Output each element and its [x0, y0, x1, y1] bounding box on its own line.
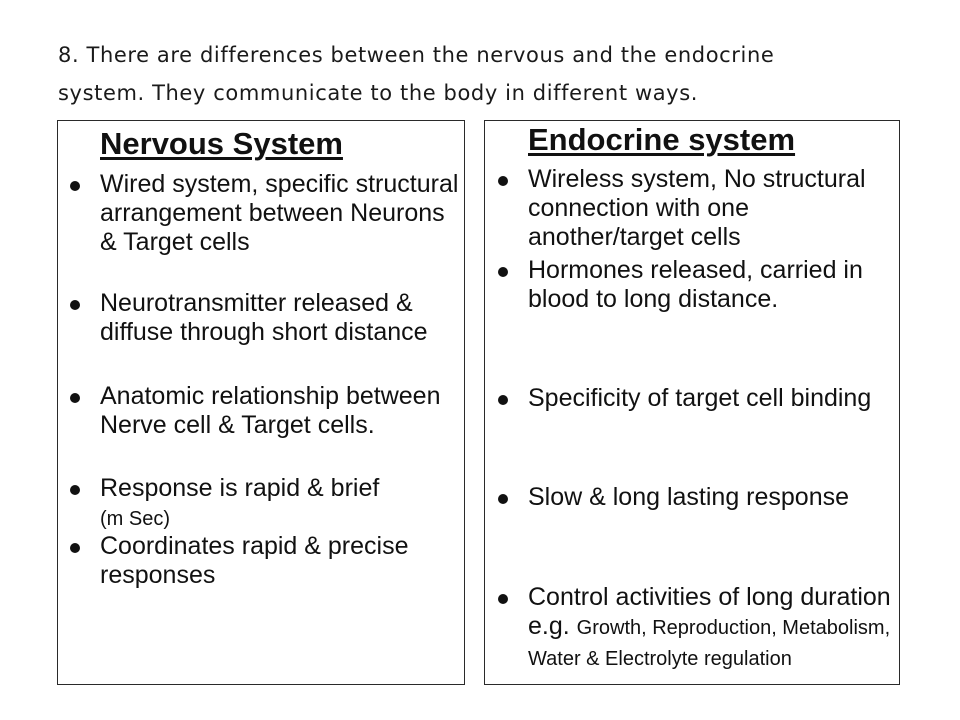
bullet-icon	[70, 393, 80, 403]
item-text: Specificity of target cell binding	[528, 384, 872, 412]
item-text: Slow & long lasting response	[528, 483, 850, 511]
bullet-icon	[498, 267, 508, 277]
endocrine-system-title: Endocrine system	[528, 122, 796, 157]
endocrine-item-slow: Slow & long lasting response	[498, 483, 898, 512]
item-text: Wireless system, No structural connectio…	[528, 165, 866, 251]
endocrine-item-wireless: Wireless system, No structural connectio…	[498, 165, 898, 252]
endocrine-item-specificity: Specificity of target cell binding	[498, 384, 898, 413]
question-line-2: system. They communicate to the body in …	[58, 81, 699, 105]
item-text: Hormones released, carried in blood to l…	[528, 256, 863, 313]
item-text: Anatomic relationship between Nerve cell…	[100, 382, 441, 439]
nervous-item-neurotransmitter: Neurotransmitter released & diffuse thro…	[70, 289, 462, 347]
endocrine-system-panel: Endocrine system Wireless system, No str…	[484, 120, 900, 685]
item-text: Coordinates rapid & precise responses	[100, 532, 409, 589]
nervous-item-response: Response is rapid & brief (m Sec)	[70, 474, 462, 534]
question-line-1: 8. There are differences between the ner…	[58, 43, 775, 67]
item-text: Neurotransmitter released & diffuse thro…	[100, 289, 428, 346]
nervous-system-title: Nervous System	[100, 126, 343, 161]
question-text: 8. There are differences between the ner…	[58, 36, 918, 112]
item-note: Growth, Reproduction, Metabolism, Water …	[528, 617, 891, 670]
nervous-item-anatomic: Anatomic relationship between Nerve cell…	[70, 382, 462, 440]
endocrine-item-hormones: Hormones released, carried in blood to l…	[498, 256, 898, 314]
bullet-icon	[70, 300, 80, 310]
nervous-item-wired: Wired system, specific structural arrang…	[70, 170, 462, 257]
item-text: Control activities of long duration e.g.	[528, 583, 891, 640]
nervous-system-panel: Nervous System Wired system, specific st…	[57, 120, 465, 685]
bullet-icon	[70, 181, 80, 191]
bullet-icon	[498, 395, 508, 405]
bullet-icon	[70, 485, 80, 495]
bullet-icon	[498, 494, 508, 504]
item-text: Wired system, specific structural arrang…	[100, 170, 459, 256]
bullet-icon	[498, 176, 508, 186]
nervous-item-coordinates: Coordinates rapid & precise responses	[70, 532, 462, 590]
item-text: Response is rapid & brief	[100, 474, 380, 502]
bullet-icon	[70, 543, 80, 553]
endocrine-item-control: Control activities of long duration e.g.…	[498, 583, 898, 674]
bullet-icon	[498, 594, 508, 604]
item-note: (m Sec)	[100, 508, 170, 530]
